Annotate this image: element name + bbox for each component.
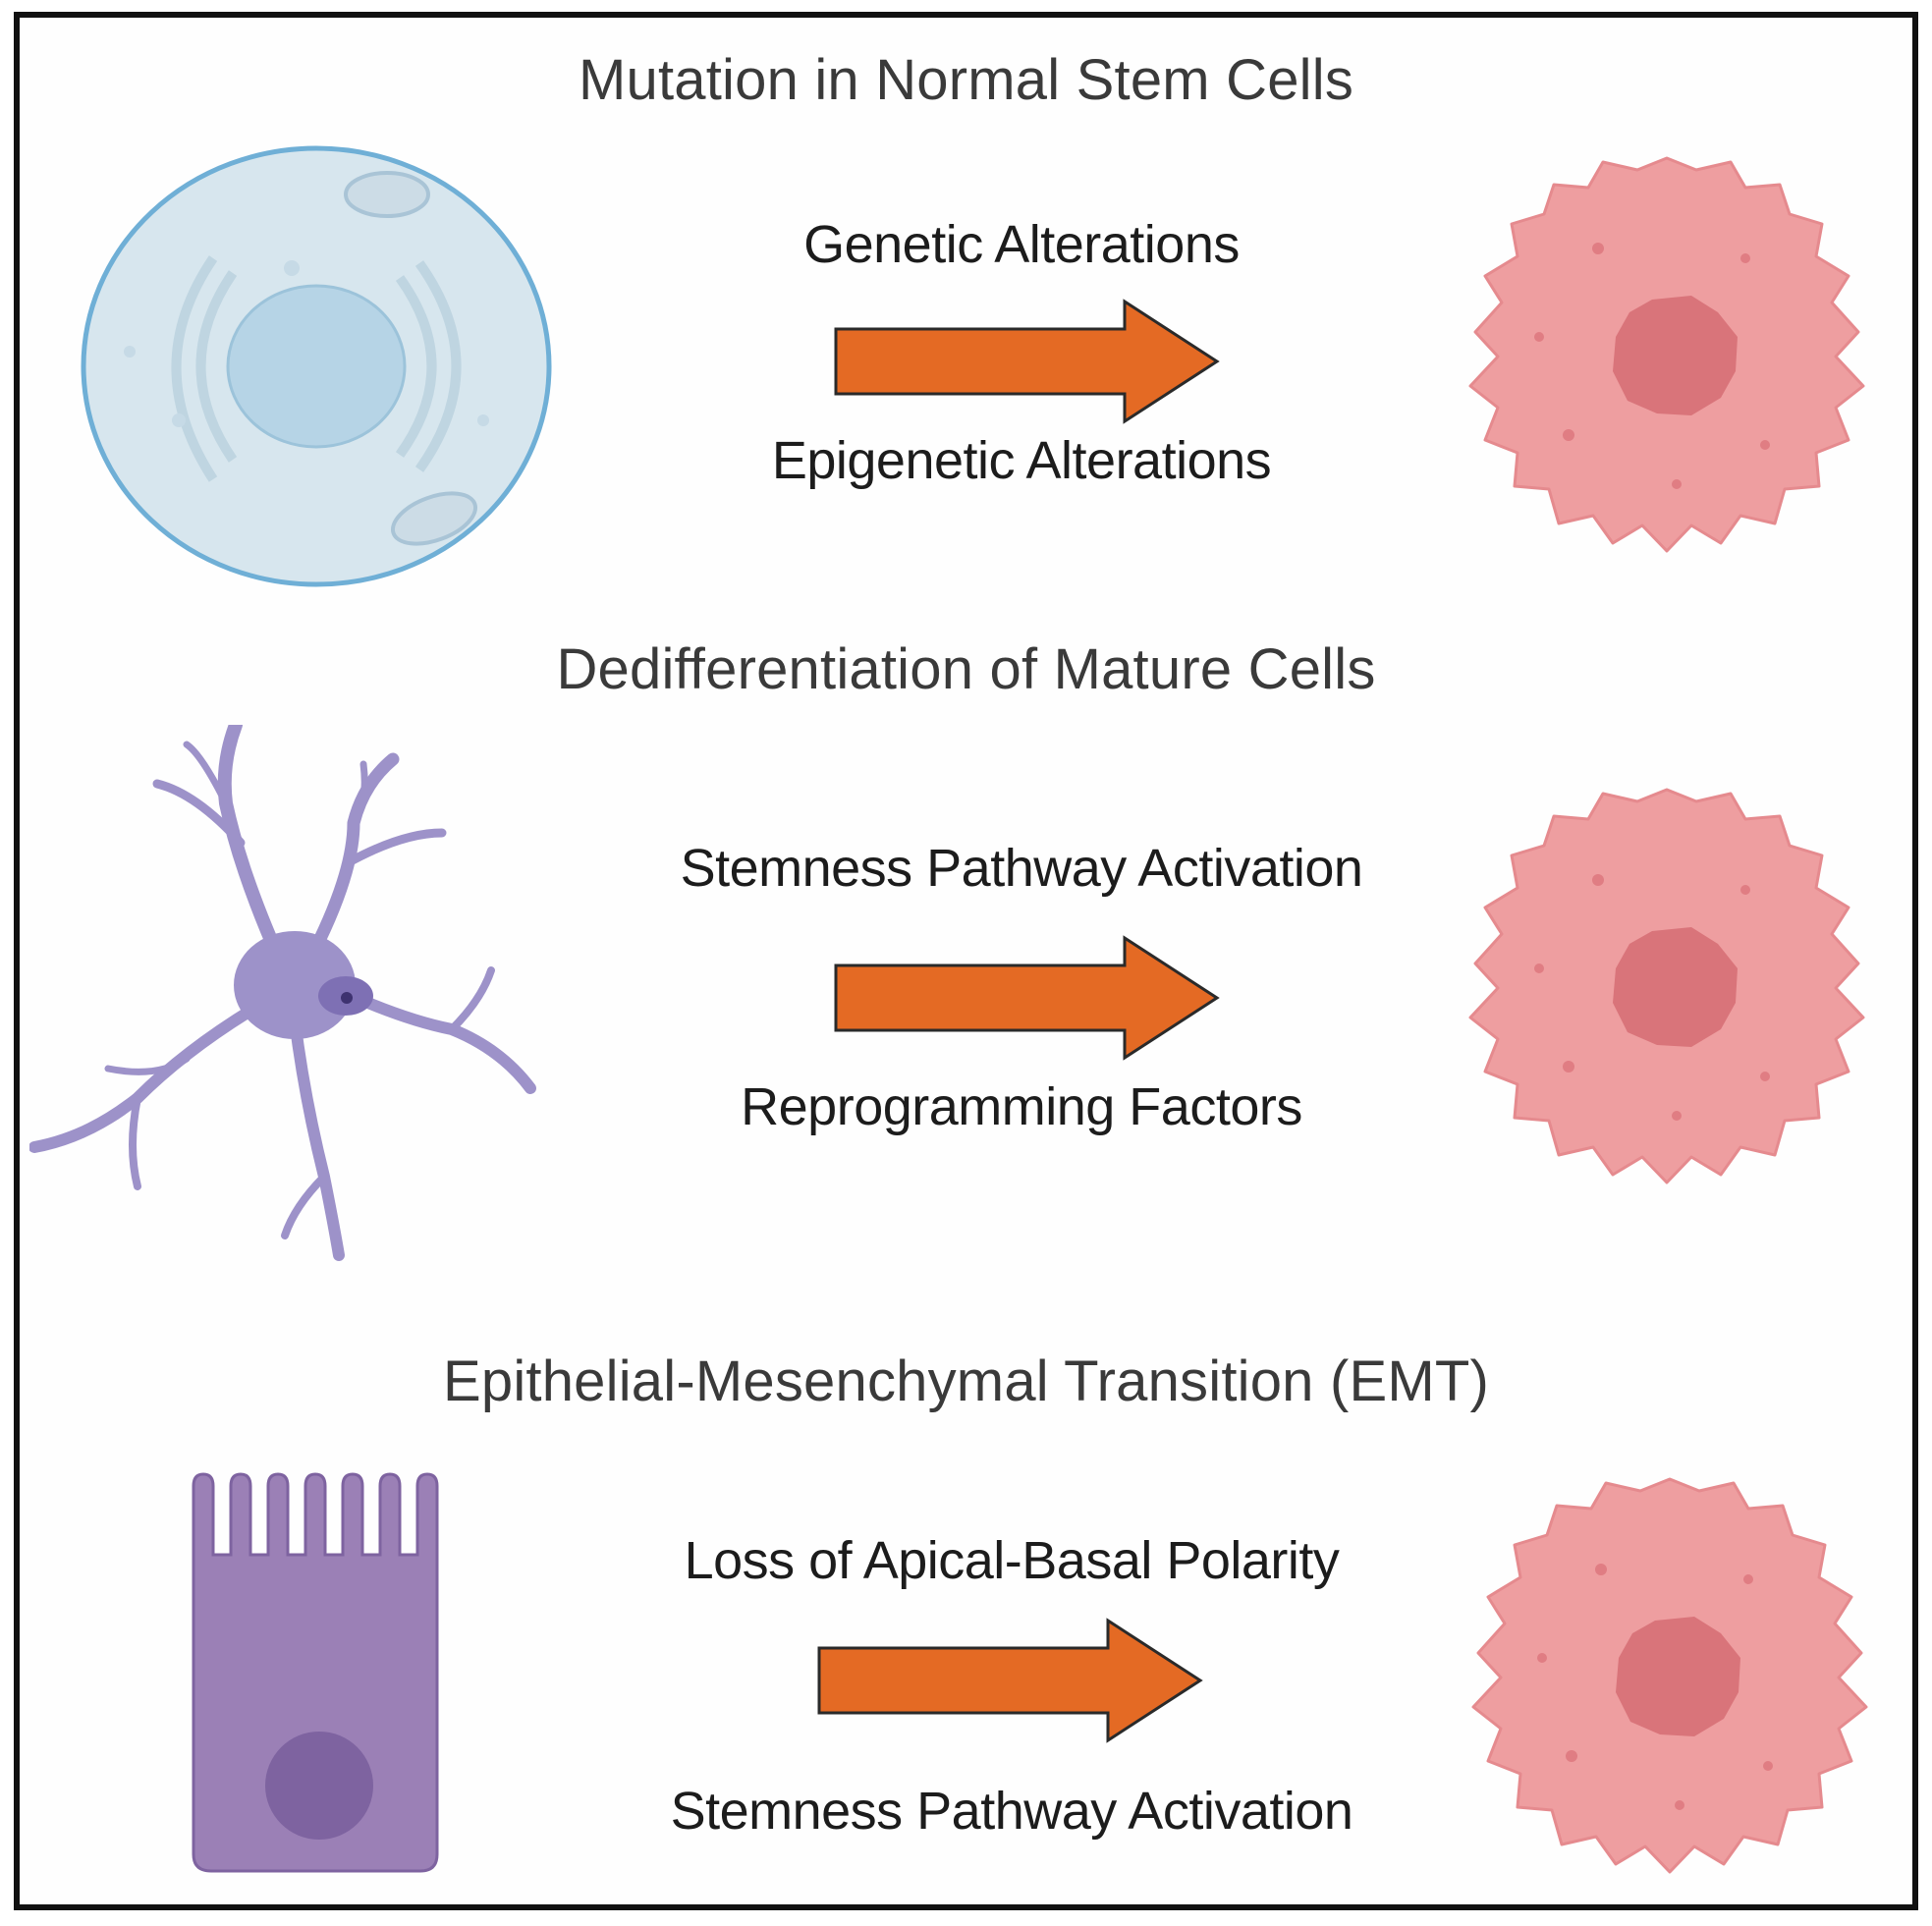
upper-label: Loss of Apical-Basal Polarity bbox=[684, 1531, 1340, 1590]
cancer-stem-cell-icon bbox=[1471, 1477, 1868, 1874]
right-arrow-icon bbox=[834, 299, 1220, 424]
epithelial-cell-icon bbox=[192, 1472, 439, 1873]
figure-frame: Mutation in Normal Stem Cells Genetic Al… bbox=[14, 12, 1918, 1910]
right-arrow-icon bbox=[834, 935, 1220, 1061]
right-arrow-icon bbox=[817, 1618, 1203, 1743]
upper-label: Genetic Alterations bbox=[803, 215, 1240, 274]
mature-neuron-cell-icon bbox=[29, 725, 536, 1261]
panel-emt: Epithelial-Mesenchymal Transition (EMT) … bbox=[20, 1294, 1912, 1913]
panel-mutation: Mutation in Normal Stem Cells Genetic Al… bbox=[20, 18, 1912, 607]
panel-title: Epithelial-Mesenchymal Transition (EMT) bbox=[442, 1349, 1490, 1413]
upper-label: Stemness Pathway Activation bbox=[680, 839, 1363, 898]
lower-label: Stemness Pathway Activation bbox=[670, 1782, 1353, 1841]
normal-stem-cell-icon bbox=[81, 145, 552, 587]
lower-label: Reprogramming Factors bbox=[741, 1077, 1302, 1136]
panel-dedifferentiation: Dedifferentiation of Mature Cells bbox=[20, 607, 1912, 1275]
cancer-stem-cell-icon bbox=[1468, 788, 1865, 1184]
panel-title: Dedifferentiation of Mature Cells bbox=[556, 637, 1376, 701]
lower-label: Epigenetic Alterations bbox=[771, 431, 1272, 490]
panel-title: Mutation in Normal Stem Cells bbox=[578, 48, 1354, 112]
cancer-stem-cell-icon bbox=[1468, 156, 1865, 553]
